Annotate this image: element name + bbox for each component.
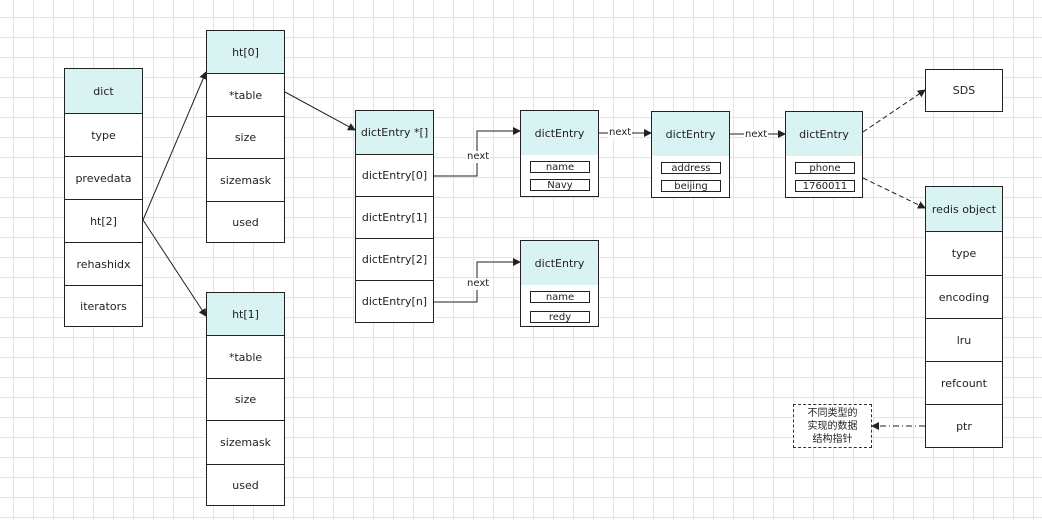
dict-field-rehashidx: rehashidx (65, 242, 142, 285)
entry-table-title: dictEntry *[] (356, 111, 433, 154)
ht1-title: ht[1] (207, 293, 284, 335)
note-line-3: 结构指针 (812, 434, 853, 445)
sds-label: SDS (952, 84, 976, 97)
dict-entry-4-key: name (530, 291, 590, 303)
dict-entry-2-key: address (661, 162, 721, 174)
ht1-field-used: used (207, 464, 284, 505)
edge-label-next-4: next (744, 129, 769, 141)
ht0-field-table: *table (207, 73, 284, 116)
redis-object-struct: redis object type encoding lru refcount … (925, 186, 1003, 448)
dict-entry-3: dictEntry phone 1760011 (785, 111, 863, 198)
dict-entry-1-title: dictEntry (521, 111, 598, 155)
dict-entry-1-value: Navy (530, 179, 590, 191)
redis-object-field-lru: lru (926, 318, 1002, 361)
edge-dict-ht1 (142, 219, 207, 317)
dict-entry-3-title: dictEntry (786, 112, 862, 156)
dict-entry-3-value: 1760011 (795, 180, 855, 192)
note-line-1: 不同类型的 (807, 408, 858, 419)
redis-object-field-ptr: ptr (926, 404, 1002, 447)
dict-entry-2: dictEntry address beijing (651, 111, 730, 198)
ht1-struct: ht[1] *table size sizemask used (206, 292, 285, 506)
ht0-field-sizemask: sizemask (207, 158, 284, 201)
redis-object-field-encoding: encoding (926, 275, 1002, 318)
edge-entry3-sds (862, 89, 926, 133)
redis-object-field-refcount: refcount (926, 361, 1002, 404)
edge-dict-ht0 (142, 71, 207, 221)
ht0-field-size: size (207, 116, 284, 158)
entry-table-slot-0: dictEntry[0] (356, 154, 433, 196)
ht1-field-sizemask: sizemask (207, 420, 284, 464)
note-line-2: 实现的数据 (807, 421, 858, 432)
dict-struct: dict type prevedata ht[2] rehashidx iter… (64, 68, 143, 327)
entry-table-array: dictEntry *[] dictEntry[0] dictEntry[1] … (355, 110, 434, 323)
dict-entry-1: dictEntry name Navy (520, 110, 599, 197)
dict-entry-1-key: name (530, 161, 590, 173)
dict-field-type: type (65, 113, 142, 156)
redis-object-field-type: type (926, 231, 1002, 275)
dict-entry-4-value: redy (530, 311, 590, 323)
dict-entry-4-title: dictEntry (521, 241, 598, 285)
dict-entry-2-value: beijing (661, 180, 721, 192)
ht1-field-size: size (207, 378, 284, 420)
dict-entry-4: dictEntry name redy (520, 240, 599, 327)
ht0-field-used: used (207, 201, 284, 242)
dict-field-prevedata: prevedata (65, 156, 142, 199)
edge-label-next-1: next (466, 151, 491, 163)
sds-node: SDS (925, 69, 1003, 112)
dict-entry-2-title: dictEntry (652, 112, 729, 156)
edge-entry3-redisobject (862, 177, 926, 209)
entry-table-slot-2: dictEntry[2] (356, 238, 433, 280)
dict-field-iterators: iterators (65, 285, 142, 326)
entry-table-slot-1: dictEntry[1] (356, 196, 433, 238)
redis-object-title: redis object (926, 187, 1002, 231)
ht1-field-table: *table (207, 335, 284, 378)
dict-entry-3-key: phone (795, 162, 855, 174)
edge-table-array (284, 91, 356, 131)
dict-field-ht: ht[2] (65, 199, 142, 242)
edge-label-next-3: next (608, 127, 633, 139)
ht0-title: ht[0] (207, 31, 284, 73)
note-box: 不同类型的 实现的数据 结构指针 (793, 404, 872, 448)
entry-table-slot-n: dictEntry[n] (356, 280, 433, 322)
dict-title: dict (65, 69, 142, 113)
edge-label-next-2: next (466, 278, 491, 290)
ht0-struct: ht[0] *table size sizemask used (206, 30, 285, 243)
